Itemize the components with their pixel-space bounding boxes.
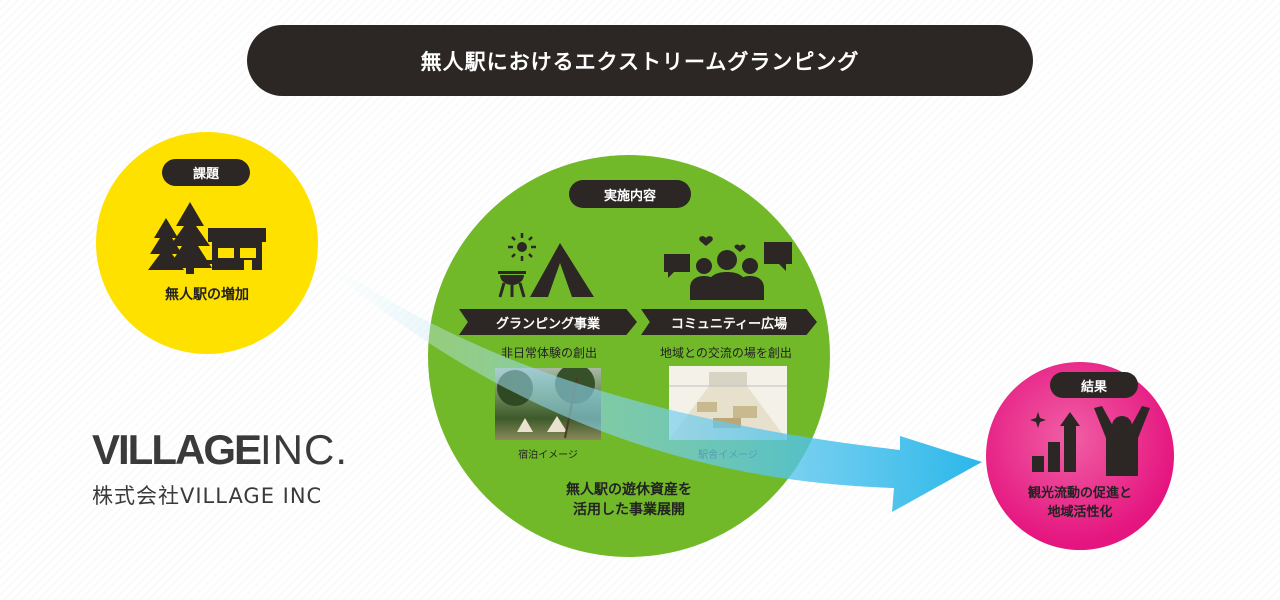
company-logo: VILLAGEINC. — [92, 426, 348, 474]
problem-text: 無人駅の増加 — [165, 287, 249, 303]
glamping-subtext: 非日常体験の創出 — [500, 346, 597, 360]
community-banner: コミュニティー広場 — [641, 309, 817, 335]
people-chat-icon — [664, 236, 792, 300]
bar-growth-icon — [1030, 406, 1150, 476]
implementation-summary-line2: 活用した事業展開 — [573, 502, 685, 518]
result-tag: 結果 — [1050, 372, 1138, 398]
forest-house-icon — [148, 202, 266, 274]
implementation-summary-line1: 無人駅の遊休資産を — [566, 482, 692, 498]
glamping-banner: グランピング事業 — [459, 309, 637, 335]
company-name: 株式会社VILLAGE INC — [92, 484, 323, 508]
implementation-summary: 無人駅の遊休資産を 活用した事業展開 — [530, 480, 728, 520]
cheering-person-icon — [1094, 406, 1150, 476]
community-subtext: 地域との交流の場を創出 — [660, 346, 792, 360]
problem-tag: 課題 — [162, 159, 250, 186]
logo-word: VILLAGE — [92, 426, 262, 473]
implementation-tag: 実施内容 — [569, 180, 691, 208]
page-title: 無人駅におけるエクストリームグランピング — [247, 25, 1033, 96]
result-text: 観光流動の促進と 地域活性化 — [986, 484, 1174, 522]
sun-icon — [498, 233, 594, 298]
lodging-caption: 宿泊イメージ — [518, 450, 578, 461]
result-text-line2: 地域活性化 — [1047, 505, 1113, 520]
logo-inc: INC. — [260, 426, 349, 473]
result-text-line1: 観光流動の促進と — [1027, 486, 1132, 501]
